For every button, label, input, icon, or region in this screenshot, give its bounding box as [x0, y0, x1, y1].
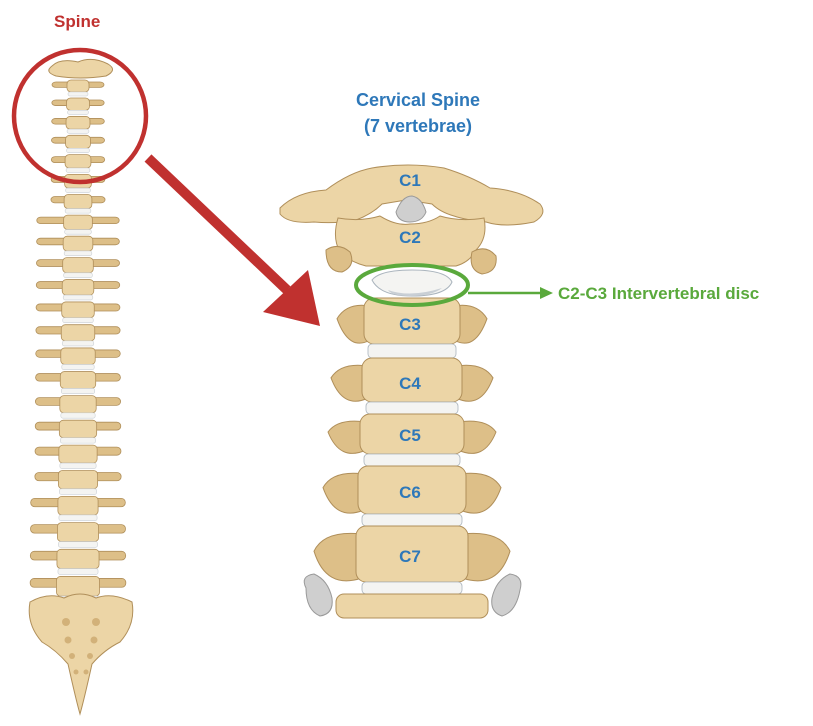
- vertebra-label-c2: C2: [399, 228, 421, 247]
- spine-disc: [66, 188, 91, 192]
- vertebra-label-c7: C7: [399, 547, 421, 566]
- spine-disc: [63, 318, 94, 323]
- spine-disc: [59, 489, 96, 495]
- cervical-disc: [362, 582, 462, 594]
- spine-vertebra: [58, 471, 97, 489]
- spine-disc: [60, 463, 96, 468]
- spine-vertebra: [59, 420, 96, 438]
- spine-disc: [58, 542, 97, 548]
- spine-disc: [63, 295, 93, 300]
- spine-disc: [61, 388, 94, 393]
- vertebra-label-c1: C1: [399, 171, 421, 190]
- spine-disc: [60, 438, 95, 443]
- spine-vertebra: [64, 215, 93, 229]
- spine-disc: [61, 413, 95, 418]
- zoom-arrow: [148, 158, 320, 326]
- spine-vertebra: [60, 372, 95, 389]
- spine-disc: [67, 148, 90, 152]
- spine-vertebra: [64, 195, 92, 209]
- spine-disc: [62, 341, 93, 346]
- spine-disc: [65, 209, 91, 214]
- cervical-disc: [362, 514, 462, 526]
- c2-lateral-right: [471, 249, 496, 274]
- c2-lateral-left: [326, 246, 352, 272]
- spine-disc: [67, 129, 89, 133]
- disc-pointer-arrow: [468, 287, 553, 299]
- sacrum: [29, 594, 133, 714]
- spine-disc: [59, 515, 97, 521]
- vertebra-label-c6: C6: [399, 483, 421, 502]
- spine-vertebra: [63, 258, 94, 273]
- t1-vertebra: [336, 594, 488, 618]
- spine-disc: [66, 168, 90, 172]
- spine-vertebra: [59, 445, 97, 463]
- spine-vertebra: [61, 325, 94, 341]
- spine-vertebra: [61, 348, 95, 365]
- spine-vertebra: [62, 302, 95, 318]
- spine-vertebra: [58, 496, 98, 515]
- cervical-disc: [366, 402, 458, 414]
- spine-vertebra: [60, 396, 96, 413]
- spine-disc: [64, 273, 93, 278]
- spine-disc: [62, 364, 94, 369]
- spine-vertebra: [57, 523, 98, 542]
- cervical-disc: [364, 454, 460, 466]
- vertebra-label-c3: C3: [399, 315, 421, 334]
- spine-vertebra: [56, 576, 99, 596]
- spine-disc: [65, 230, 92, 235]
- spine-vertebra: [66, 135, 91, 148]
- full-spine-illustration: [29, 59, 133, 714]
- cervical-title-line2: (7 vertebrae): [364, 116, 472, 136]
- spine-disc: [64, 251, 92, 256]
- vertebra-label-c5: C5: [399, 426, 421, 445]
- spine-vertebra: [67, 80, 89, 92]
- spine-vertebra: [57, 549, 99, 568]
- spine-vertebra: [67, 98, 90, 110]
- vertebra-label-c4: C4: [399, 374, 421, 393]
- spine-vertebra: [66, 116, 90, 129]
- cervical-wing-left: [314, 533, 362, 580]
- cervical-wing-right: [462, 533, 510, 580]
- spine-label: Spine: [54, 12, 100, 31]
- spine-vertebra: [65, 155, 91, 168]
- spine-disc: [68, 110, 89, 114]
- spine-disc: [58, 569, 98, 575]
- spine-disc: [68, 92, 88, 96]
- disc-label: C2-C3 Intervertebral disc: [558, 284, 759, 303]
- cervical-title-line1: Cervical Spine: [356, 90, 480, 110]
- spine-atlas: [49, 59, 113, 78]
- spine-vertebra: [63, 236, 93, 251]
- spine-vertebra: [62, 280, 94, 295]
- cervical-disc: [368, 344, 456, 358]
- c2-c3-disc: [372, 270, 452, 296]
